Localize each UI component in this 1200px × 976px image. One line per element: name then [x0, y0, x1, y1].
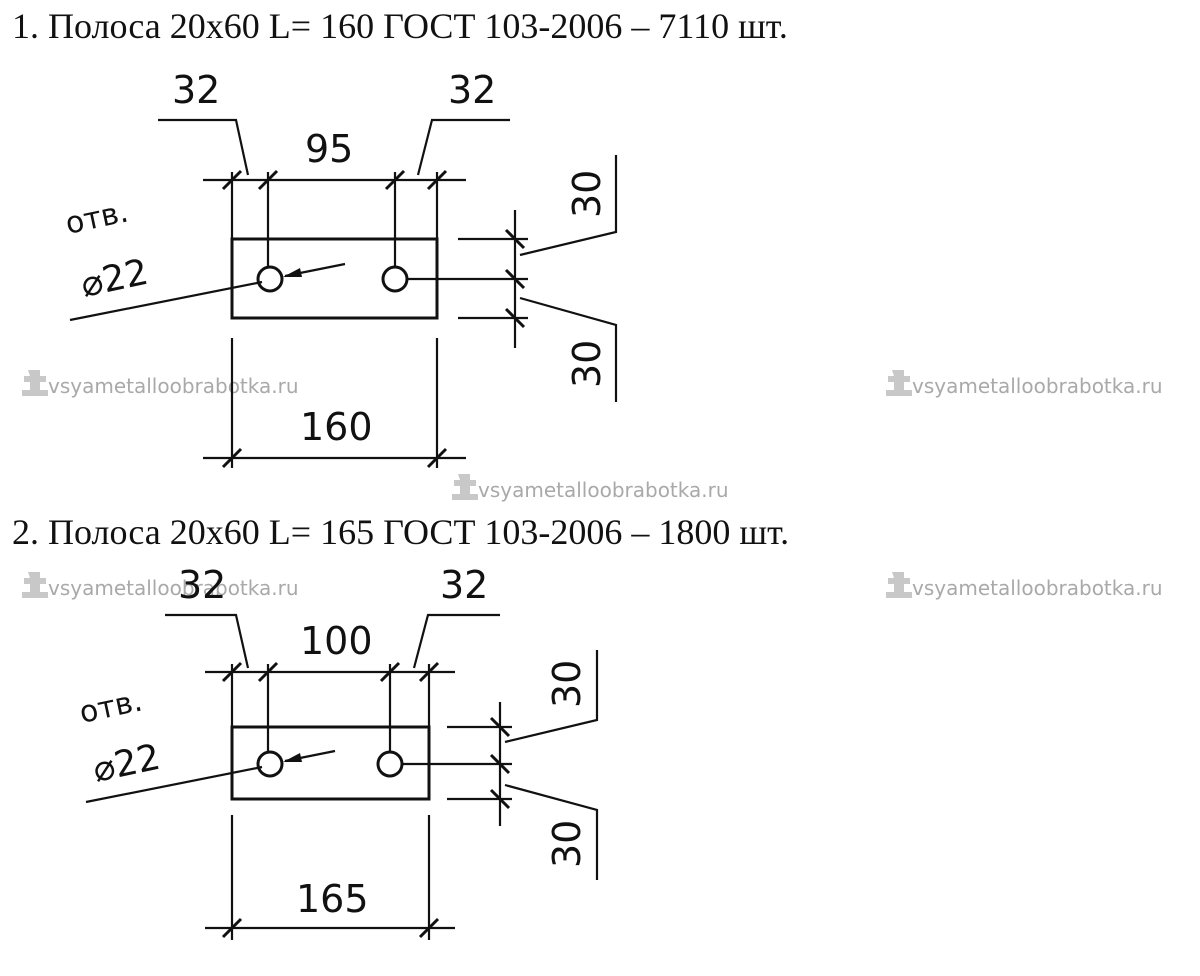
hole-right	[376, 750, 404, 778]
edge-right-label: 32	[440, 563, 488, 607]
bottom-dimension-lines	[205, 815, 455, 940]
hole-note-line2: ⌀22	[77, 252, 152, 306]
drawing-part-2: 32 32 100 отв. ⌀22 30 30 165	[76, 563, 599, 940]
right-dimension-lines	[407, 155, 618, 402]
watermark-logo-icon	[452, 474, 478, 500]
watermark-1: vsyametalloobrabotka.ru	[22, 370, 299, 398]
watermark-5: vsyametalloobrabotka.ru	[886, 572, 1163, 600]
hole-left	[256, 265, 284, 293]
watermark-logo-icon	[22, 370, 48, 396]
svg-text:vsyametalloobrabotka.ru: vsyametalloobrabotka.ru	[48, 576, 299, 600]
part-1-heading: 1. Полоса 20х60 L= 160 ГОСТ 103-2006 – 7…	[12, 6, 788, 46]
hole-pointer-arrow	[283, 753, 302, 762]
svg-text:vsyametalloobrabotka.ru: vsyametalloobrabotka.ru	[912, 576, 1163, 600]
hole-spacing-label: 95	[305, 127, 353, 171]
watermark-2: vsyametalloobrabotka.ru	[886, 370, 1163, 398]
width-bottom-label: 30	[545, 820, 589, 868]
hole-note-line1: отв.	[62, 194, 131, 241]
top-dimension-lines	[158, 118, 510, 267]
hole-spacing-label: 100	[300, 619, 373, 663]
watermark-logo-icon	[22, 572, 48, 598]
svg-text:vsyametalloobrabotka.ru: vsyametalloobrabotka.ru	[478, 478, 729, 502]
edge-right-label: 32	[448, 68, 496, 112]
bottom-dimension-lines	[203, 338, 466, 469]
part-2-heading: 2. Полоса 20х60 L= 165 ГОСТ 103-2006 – 1…	[12, 512, 790, 552]
watermark-logo-icon	[886, 370, 912, 396]
watermark-logo-icon	[886, 572, 912, 598]
hole-pointer-arrow	[283, 268, 302, 277]
hole-note-line1: отв.	[76, 683, 145, 730]
length-label: 165	[296, 877, 369, 921]
right-dimension-lines	[402, 650, 599, 880]
edge-left-label: 32	[172, 68, 220, 112]
svg-text:vsyametalloobrabotka.ru: vsyametalloobrabotka.ru	[912, 374, 1163, 398]
hole-leader	[69, 280, 263, 322]
edge-left-label: 32	[178, 563, 226, 607]
hole-right	[381, 265, 409, 293]
plate-outline	[230, 725, 431, 801]
svg-text:vsyametalloobrabotka.ru: vsyametalloobrabotka.ru	[48, 374, 299, 398]
drawing-part-1: 32 32 95 отв. ⌀22 30 30	[62, 68, 618, 469]
width-top-label: 30	[565, 170, 609, 218]
hole-left	[256, 750, 284, 778]
top-dimension-lines	[165, 613, 500, 752]
width-bottom-label: 30	[565, 340, 609, 388]
width-top-label: 30	[545, 660, 589, 708]
watermark-3: vsyametalloobrabotka.ru	[452, 474, 729, 502]
hole-leader	[85, 765, 263, 804]
hole-note-line2: ⌀22	[89, 737, 164, 791]
watermark-4: vsyametalloobrabotka.ru	[22, 572, 299, 600]
length-label: 160	[300, 405, 373, 449]
